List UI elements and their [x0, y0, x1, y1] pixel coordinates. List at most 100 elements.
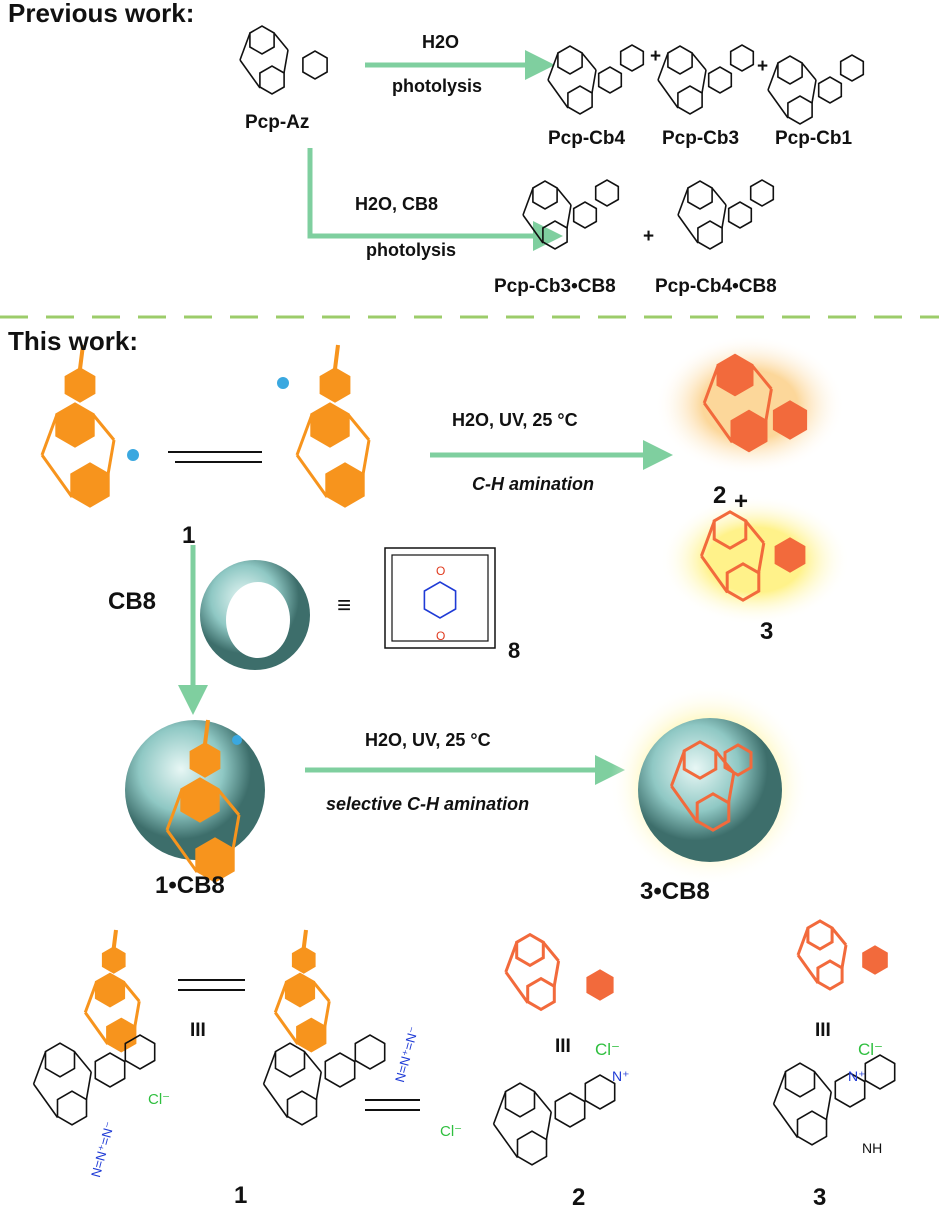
bond [85, 1071, 92, 1100]
ring [516, 1130, 548, 1166]
ring [572, 201, 598, 229]
ring [834, 1072, 866, 1108]
product-pcp-cb1: Pcp-Cb1 [775, 128, 853, 149]
ring [302, 50, 328, 80]
bond [91, 413, 116, 441]
oxygen-atom: O [436, 564, 445, 578]
ring [729, 44, 755, 72]
bond [312, 981, 331, 1003]
eq-mark: III [815, 1020, 831, 1041]
ring [697, 220, 723, 250]
bond [231, 814, 241, 850]
ring [687, 180, 713, 210]
ring [862, 945, 888, 975]
top-condition: H2O [422, 32, 460, 52]
bond [273, 981, 288, 1014]
bond [699, 520, 716, 557]
ring [44, 1042, 76, 1078]
ring [319, 367, 351, 403]
ring [526, 976, 556, 1012]
ring [189, 742, 221, 778]
bond [122, 981, 141, 1003]
nitrogen-atom [277, 377, 289, 389]
bond [32, 1083, 59, 1119]
bond [767, 89, 789, 119]
ring [567, 85, 593, 115]
glow [660, 495, 850, 625]
bond [657, 52, 669, 81]
bond [295, 454, 329, 498]
bond [262, 1083, 289, 1119]
bond [840, 944, 848, 969]
bond [556, 187, 572, 206]
plus: + [757, 56, 769, 77]
top-condition-2: photolysis [392, 76, 483, 96]
ring [864, 1054, 896, 1090]
ring [291, 946, 316, 974]
ring [106, 1017, 137, 1053]
bond [669, 750, 686, 787]
bottom-condition: H2O, CB8 [355, 194, 439, 214]
bond [691, 52, 707, 71]
ring [515, 932, 545, 968]
bond [700, 555, 729, 594]
ring [586, 969, 614, 1001]
bottom-label-1: 1 [234, 1182, 248, 1209]
ring [180, 777, 220, 823]
bond [542, 941, 560, 962]
bond [764, 388, 773, 422]
bond [301, 929, 308, 949]
cb8-sphere [638, 718, 782, 862]
ring [249, 25, 275, 55]
bond [203, 719, 210, 745]
bond [677, 187, 689, 216]
bond [274, 1011, 299, 1045]
bond [303, 1051, 322, 1073]
glow [655, 335, 845, 475]
bond [677, 214, 699, 244]
ring [310, 402, 350, 448]
ring [806, 919, 834, 951]
bond [533, 1091, 552, 1113]
bond [492, 1123, 519, 1159]
chloride-label: Cl⁻ [148, 1091, 171, 1108]
ring [716, 353, 754, 397]
bond [273, 32, 289, 51]
bottom-label-2: 2 [572, 1184, 586, 1211]
bottom-condition-2: photolysis [366, 240, 457, 260]
ring [667, 45, 693, 75]
product-cb4-cb8: Pcp-Cb4•CB8 [655, 276, 777, 297]
ring [707, 66, 733, 94]
n-plus-label: N⁺ [848, 1068, 866, 1084]
ring [594, 179, 620, 207]
ring [325, 462, 365, 508]
ring [677, 85, 703, 115]
bond [106, 439, 116, 475]
bond [333, 344, 340, 370]
bottom-label-3: 3 [813, 1184, 827, 1211]
ring [286, 1090, 318, 1126]
bond [283, 49, 289, 74]
bond [165, 788, 184, 831]
bond [295, 413, 314, 456]
bond [239, 32, 251, 61]
bond [78, 344, 85, 370]
condition-note: C-H amination [472, 474, 595, 494]
previous-work-heading: Previous work: [8, 0, 195, 28]
bond [825, 1091, 832, 1120]
bond [216, 788, 241, 816]
bond [492, 1091, 507, 1125]
eq-mark: III [190, 1020, 206, 1041]
ring [324, 1052, 356, 1088]
reactant-1-label: 1 [182, 522, 196, 549]
bond [727, 772, 736, 804]
ring [774, 537, 806, 573]
bond [772, 1103, 799, 1139]
bond [84, 1011, 109, 1045]
nitrogen-atom [232, 735, 242, 745]
bond [830, 927, 848, 946]
bond [40, 454, 74, 498]
ring [723, 743, 753, 777]
host-condition: H2O, UV, 25 °C [365, 730, 491, 750]
product-cb3-cb8: Pcp-Cb3•CB8 [494, 276, 616, 297]
